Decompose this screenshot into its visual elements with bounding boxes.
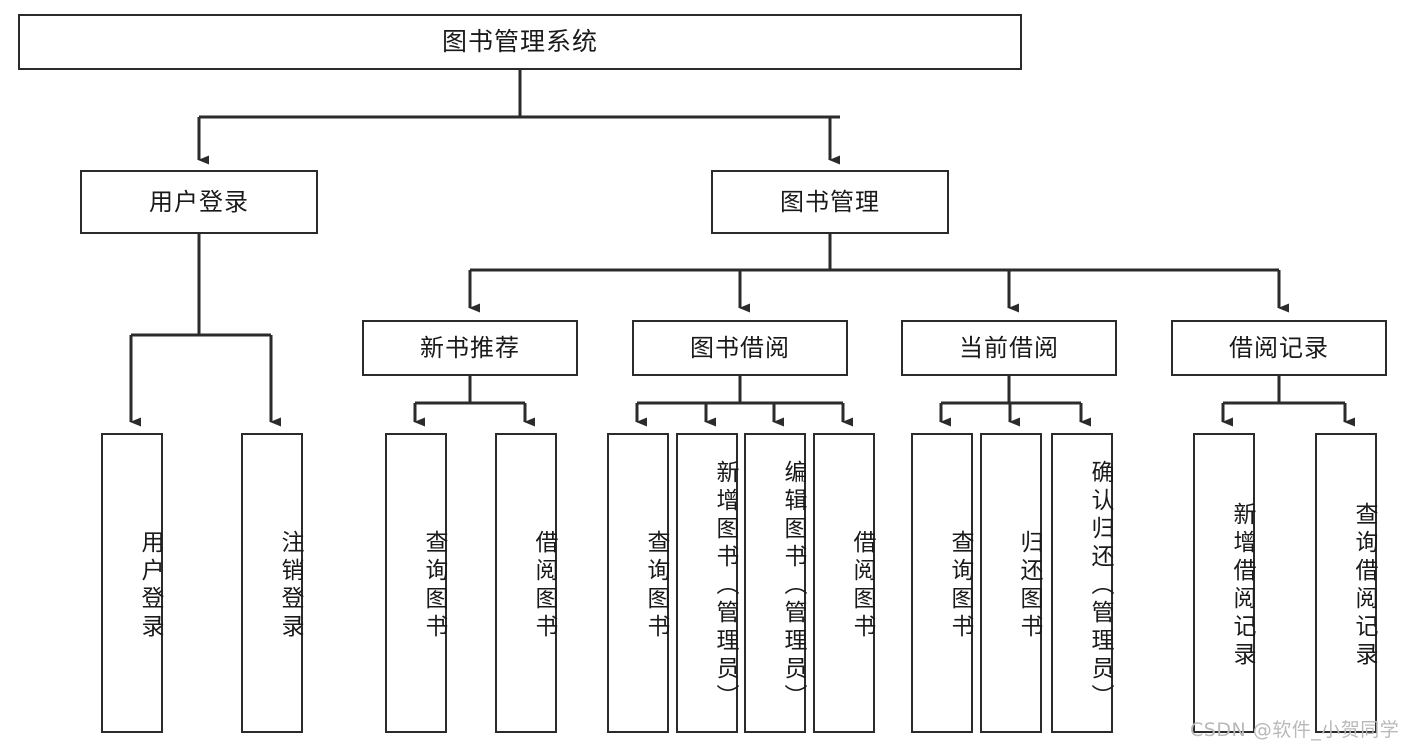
leaf-current-confirm-return-admin-label: 确认归还（管理员） <box>1087 460 1113 712</box>
node-current-borrow[interactable]: 当前借阅 <box>901 320 1117 376</box>
node-book-management-label: 图书管理 <box>780 187 880 216</box>
leaf-user-logout[interactable]: 注销登录 <box>241 433 303 733</box>
node-new-book-recommend-label: 新书推荐 <box>420 333 520 362</box>
node-book-borrow-label: 图书借阅 <box>690 333 790 362</box>
leaf-borrow-edit-book-admin[interactable]: 编辑图书（管理员） <box>744 433 806 733</box>
leaf-newbook-borrow-book-label: 借阅图书 <box>531 530 557 642</box>
leaf-borrow-add-book-admin[interactable]: 新增图书（管理员） <box>676 433 738 733</box>
leaf-newbook-query-book-label: 查询图书 <box>421 530 447 642</box>
node-book-management[interactable]: 图书管理 <box>711 170 949 234</box>
leaf-borrow-query-book[interactable]: 查询图书 <box>607 433 669 733</box>
leaf-record-add-borrow-record[interactable]: 新增借阅记录 <box>1193 433 1255 733</box>
leaf-current-query-book[interactable]: 查询图书 <box>911 433 973 733</box>
node-borrow-record[interactable]: 借阅记录 <box>1171 320 1387 376</box>
node-new-book-recommend[interactable]: 新书推荐 <box>362 320 578 376</box>
leaf-borrow-borrow-book[interactable]: 借阅图书 <box>813 433 875 733</box>
leaf-user-login-label: 用户登录 <box>137 530 163 642</box>
node-current-borrow-label: 当前借阅 <box>959 333 1059 362</box>
leaf-current-return-book[interactable]: 归还图书 <box>980 433 1042 733</box>
leaf-record-add-borrow-record-label: 新增借阅记录 <box>1229 502 1255 670</box>
leaf-current-confirm-return-admin[interactable]: 确认归还（管理员） <box>1051 433 1113 733</box>
leaf-record-query-borrow-record-label: 查询借阅记录 <box>1351 502 1377 670</box>
leaf-borrow-borrow-book-label: 借阅图书 <box>849 530 875 642</box>
leaf-record-query-borrow-record[interactable]: 查询借阅记录 <box>1315 433 1377 733</box>
leaf-newbook-query-book[interactable]: 查询图书 <box>385 433 447 733</box>
node-root-label: 图书管理系统 <box>441 27 598 57</box>
node-borrow-record-label: 借阅记录 <box>1229 333 1329 362</box>
leaf-borrow-query-book-label: 查询图书 <box>643 530 669 642</box>
node-book-borrow[interactable]: 图书借阅 <box>632 320 848 376</box>
leaf-current-query-book-label: 查询图书 <box>947 530 973 642</box>
node-user-login-label: 用户登录 <box>149 187 249 216</box>
leaf-newbook-borrow-book[interactable]: 借阅图书 <box>495 433 557 733</box>
node-root[interactable]: 图书管理系统 <box>18 14 1022 70</box>
leaf-borrow-add-book-admin-label: 新增图书（管理员） <box>712 460 738 712</box>
leaf-user-logout-label: 注销登录 <box>277 530 303 642</box>
leaf-current-return-book-label: 归还图书 <box>1016 530 1042 642</box>
leaf-borrow-edit-book-admin-label: 编辑图书（管理员） <box>780 460 806 712</box>
node-user-login[interactable]: 用户登录 <box>80 170 318 234</box>
leaf-user-login[interactable]: 用户登录 <box>101 433 163 733</box>
